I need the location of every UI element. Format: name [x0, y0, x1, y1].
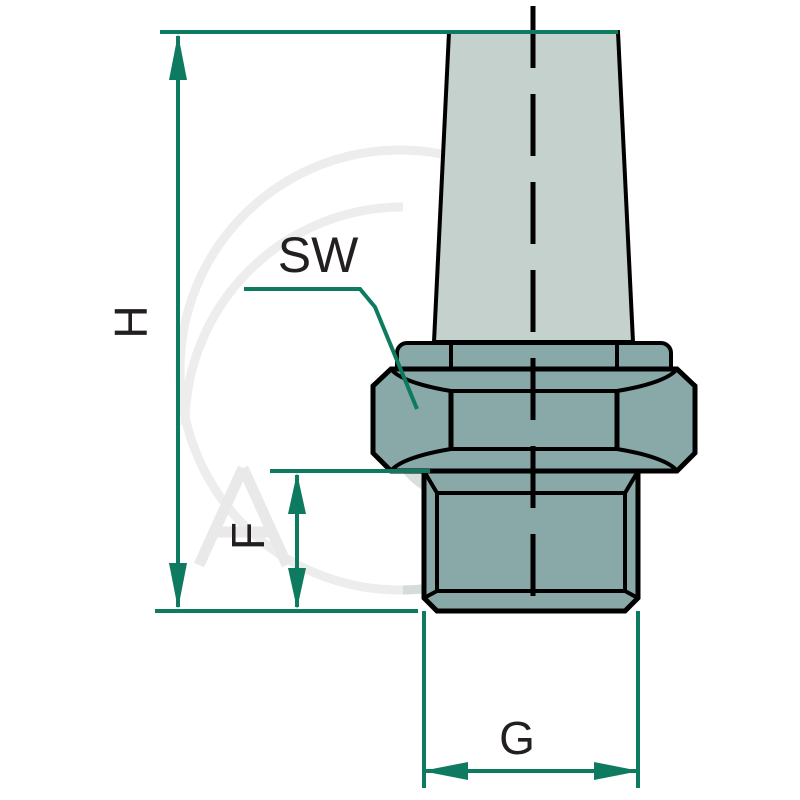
dimension-G: [422, 611, 640, 788]
dimension-labels: H SW F G: [105, 227, 535, 764]
label-SW: SW: [278, 227, 359, 283]
leader-line-SW: [244, 287, 419, 410]
label-G: G: [499, 712, 535, 764]
label-F: F: [222, 522, 274, 550]
dimension-H: [155, 30, 618, 613]
dimension-F: [270, 469, 430, 609]
label-H: H: [105, 305, 157, 338]
